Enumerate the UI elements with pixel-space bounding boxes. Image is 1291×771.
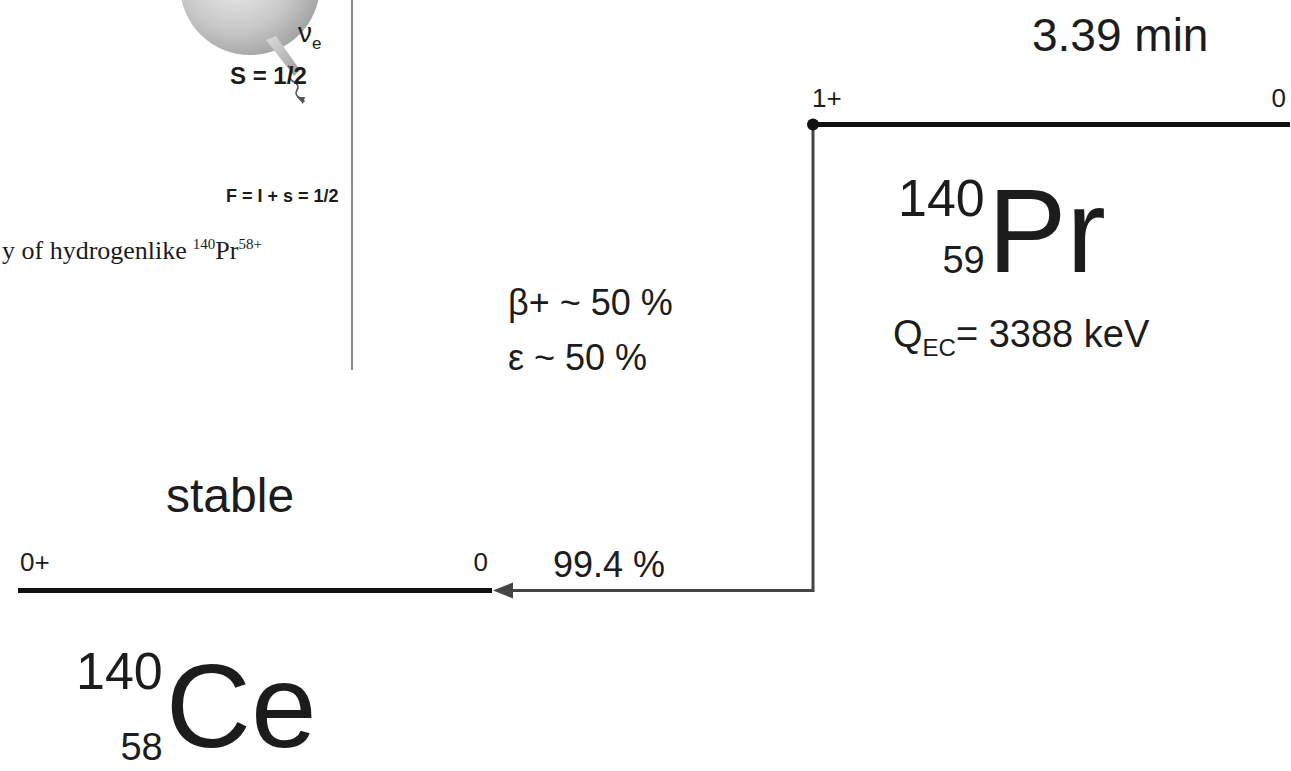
label-group: ε ~ 50 % bbox=[508, 337, 647, 378]
q-value: = 3388 keV bbox=[956, 313, 1149, 355]
mass-number: 140 bbox=[76, 645, 163, 697]
element-symbol: Pr bbox=[988, 172, 1106, 290]
label-group: y of hydrogenlike 140Pr58+ bbox=[2, 234, 262, 268]
nuclide-symbol: 140 58Ce bbox=[76, 645, 317, 766]
level-header-row: 3.39 min bbox=[810, 10, 1290, 61]
atomic-number: 58 bbox=[76, 728, 163, 766]
label-group: F = I + s = 1/2 bbox=[226, 186, 339, 208]
nucleon-numbers: 140 58 bbox=[76, 645, 163, 766]
spin-parity: 1+ bbox=[812, 83, 842, 114]
label-group: QEC= 3388 keV bbox=[893, 312, 1149, 362]
level-info-row: 0+ 0 bbox=[18, 547, 492, 588]
q-value-symbol: Q bbox=[893, 313, 923, 355]
stability-note: stable bbox=[166, 469, 294, 522]
mass-number: 140 bbox=[193, 236, 216, 252]
half-life: 3.39 min bbox=[1032, 9, 1208, 61]
ion-sphere bbox=[180, 0, 320, 55]
inset-border bbox=[351, 0, 353, 370]
level-energy: 0 bbox=[1272, 83, 1286, 114]
label-group: β+ ~ 50 % bbox=[508, 282, 673, 323]
nucleon-numbers: 14059 bbox=[898, 172, 985, 279]
atomic-number: 59 bbox=[898, 241, 985, 279]
decay-transition bbox=[493, 119, 819, 599]
edge-label-holder: 99.4 % bbox=[553, 544, 665, 585]
level-energy: 0 bbox=[474, 547, 488, 578]
element-symbol: Ce bbox=[166, 647, 317, 765]
q-value-subscript: EC bbox=[923, 334, 956, 361]
daughter-level: stable 0+ 0 bbox=[18, 470, 492, 593]
spin-label: S = 1/2 bbox=[230, 62, 307, 89]
label-group: νe bbox=[298, 16, 321, 54]
neutrino-flavor: e bbox=[312, 34, 321, 53]
arrowhead bbox=[493, 583, 513, 599]
nuclide-symbol: 14059Pr bbox=[898, 172, 1106, 290]
level-info-row: 1+ 0 bbox=[810, 83, 1290, 122]
spin-parity: 0+ bbox=[20, 547, 50, 578]
label-group: S = 1/2 bbox=[230, 62, 307, 91]
branch-ratio: β+ ~ 50 % bbox=[508, 282, 673, 323]
level-header-row: stable bbox=[18, 470, 492, 523]
mass-number: 140 bbox=[898, 172, 985, 224]
charge-state: 58+ bbox=[238, 236, 261, 252]
parent-level: 3.39 min 1+ 0 bbox=[810, 10, 1290, 127]
branch-intensity: 99.4 % bbox=[553, 544, 665, 585]
caption-fragment: y of hydrogenlike bbox=[2, 236, 187, 265]
neutrino-symbol: ν bbox=[298, 17, 312, 48]
total-spin-label: F = I + s = 1/2 bbox=[226, 186, 339, 206]
branch-ratio: ε ~ 50 % bbox=[508, 337, 647, 378]
neutrino-arrowhead bbox=[297, 97, 305, 104]
element-symbol: Pr bbox=[215, 236, 238, 265]
